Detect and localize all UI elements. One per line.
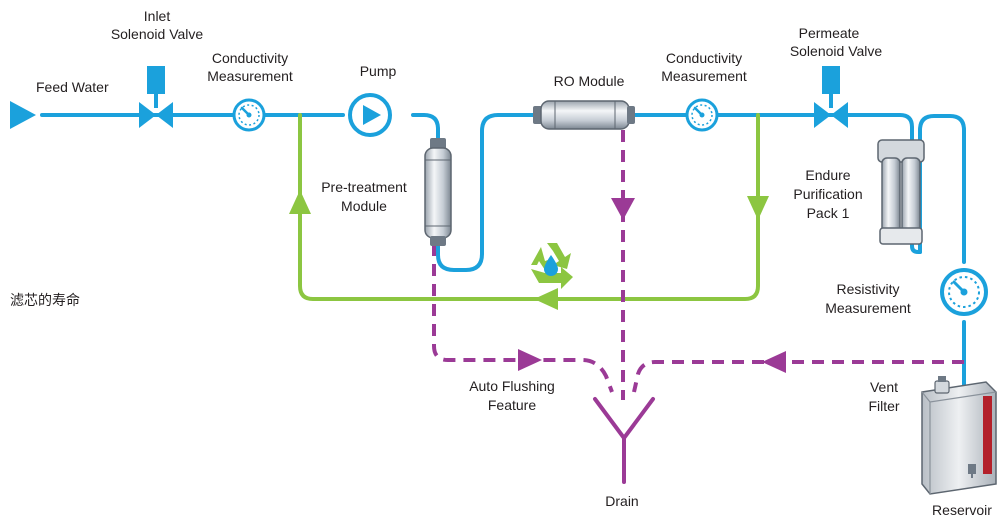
permeate-solenoid-valve-icon xyxy=(814,66,848,128)
pretreatment-label-line1: Pre-treatment xyxy=(321,179,407,195)
reservoir-tank-icon xyxy=(921,381,997,495)
resistivity-label-line1: Resistivity xyxy=(836,281,899,297)
resistivity-gauge-icon xyxy=(940,268,988,316)
purification-pack-label-line1: Endure xyxy=(805,167,850,183)
reservoir-label: Reservoir xyxy=(932,502,992,518)
purification-pack-label-line2: Purification xyxy=(793,186,862,202)
permeate-valve-label-line2: Solenoid Valve xyxy=(790,43,883,59)
drain-funnel-icon xyxy=(593,397,655,484)
drain-arrow-down xyxy=(611,198,635,220)
conductivity1-label-line1: Conductivity xyxy=(212,50,288,66)
drain-lines xyxy=(432,130,964,400)
recirculation-loop-line xyxy=(298,113,760,301)
vent-filter-label-line2: Filter xyxy=(868,398,899,414)
conductivity-gauge-icon xyxy=(232,98,266,132)
ro-module-label: RO Module xyxy=(554,73,625,89)
inlet-solenoid-valve-icon xyxy=(139,66,173,128)
drain-label: Drain xyxy=(605,493,638,509)
recycle-icon xyxy=(531,243,573,289)
conductivity1-label-line2: Measurement xyxy=(207,68,293,84)
permeate-valve-label-line1: Permeate xyxy=(799,25,860,41)
purification-pack-label-line3: Pack 1 xyxy=(807,205,850,221)
vent-filter-icon xyxy=(934,376,950,394)
side-note-label: 滤芯的寿命 xyxy=(10,292,80,309)
drain-arrow-right xyxy=(518,349,542,371)
recirculation-arrow-up xyxy=(289,190,311,214)
inlet-valve-label-line1: Inlet xyxy=(144,8,171,24)
conductivity-gauge-2-icon xyxy=(685,98,719,132)
recirculation-arrow-down xyxy=(747,196,769,220)
pump-label: Pump xyxy=(360,63,397,79)
inlet-valve-label-line2: Solenoid Valve xyxy=(111,26,204,42)
ro-module-icon xyxy=(533,100,635,130)
purification-pack-icon xyxy=(877,139,925,245)
drain-arrow-left xyxy=(762,351,786,373)
vent-filter-label-line1: Vent xyxy=(870,379,898,395)
pump-icon xyxy=(348,93,392,137)
pretreatment-cartridge-icon xyxy=(424,138,452,246)
feed-water-label: Feed Water xyxy=(36,79,109,95)
resistivity-label-line2: Measurement xyxy=(825,300,911,316)
feed-arrow-icon xyxy=(10,101,36,129)
conductivity2-label-line1: Conductivity xyxy=(666,50,742,66)
pretreatment-label-line2: Module xyxy=(341,198,387,214)
conductivity2-label-line2: Measurement xyxy=(661,68,747,84)
auto-flushing-label-line1: Auto Flushing xyxy=(469,378,555,394)
feed-water-line xyxy=(40,113,966,388)
auto-flushing-label-line2: Feature xyxy=(488,397,536,413)
recirculation-arrow-left xyxy=(534,288,558,310)
